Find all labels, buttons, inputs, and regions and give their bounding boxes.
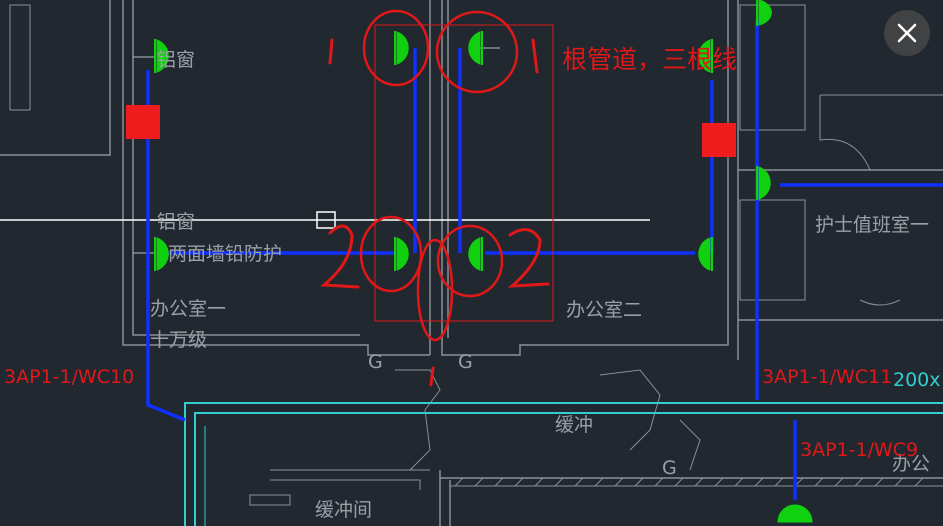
label-window-mid: 铝窗 xyxy=(157,211,195,233)
annotations: 根管道，三根线 xyxy=(562,45,737,74)
cursor-box[interactable] xyxy=(316,211,336,229)
close-button[interactable] xyxy=(884,10,930,56)
label-buffer-room: 缓冲间 xyxy=(315,499,372,521)
selection-outline xyxy=(374,24,554,322)
label-wall-lead-protection: 两面墙铅防护 xyxy=(168,243,282,265)
close-icon xyxy=(897,23,917,43)
door-mark: G xyxy=(458,351,473,373)
red-blocks xyxy=(126,105,736,157)
label-buffer: 缓冲 xyxy=(555,414,593,436)
label-nurse-station: 护士值班室一 xyxy=(815,214,929,236)
red-circles xyxy=(359,9,519,342)
circuit-right: 3AP1-1/WC11 xyxy=(762,366,892,388)
green-fixtures xyxy=(154,0,813,523)
red-digits xyxy=(320,38,550,387)
room-labels: 铝窗 铝窗 两面墙铅防护 办公室一 十万级 办公室二 护士值班室一 缓冲 缓冲间… xyxy=(150,49,930,521)
circuit-labels: 3AP1-1/WC10 3AP1-1/WC11 3AP1-1/WC9 200x xyxy=(4,366,941,461)
label-window-top: 铝窗 xyxy=(157,49,195,71)
annotation-note: 根管道，三根线 xyxy=(562,45,737,74)
circuit-left: 3AP1-1/WC10 xyxy=(4,366,134,388)
ventilation-duct xyxy=(184,402,943,526)
door-mark: G xyxy=(662,457,677,479)
door-marks: G G G xyxy=(368,351,677,479)
dimension-label: 200x xyxy=(893,369,941,391)
label-office-one-level: 十万级 xyxy=(150,329,207,351)
label-office-partial: 办公 xyxy=(892,453,930,475)
conduit-wiring xyxy=(146,20,943,500)
label-office-two: 办公室二 xyxy=(566,299,642,321)
wall-hatching xyxy=(450,477,943,487)
label-office-one: 办公室一 xyxy=(150,298,226,320)
door-mark: G xyxy=(368,351,383,373)
circuit-lower-right: 3AP1-1/WC9 xyxy=(800,439,918,461)
